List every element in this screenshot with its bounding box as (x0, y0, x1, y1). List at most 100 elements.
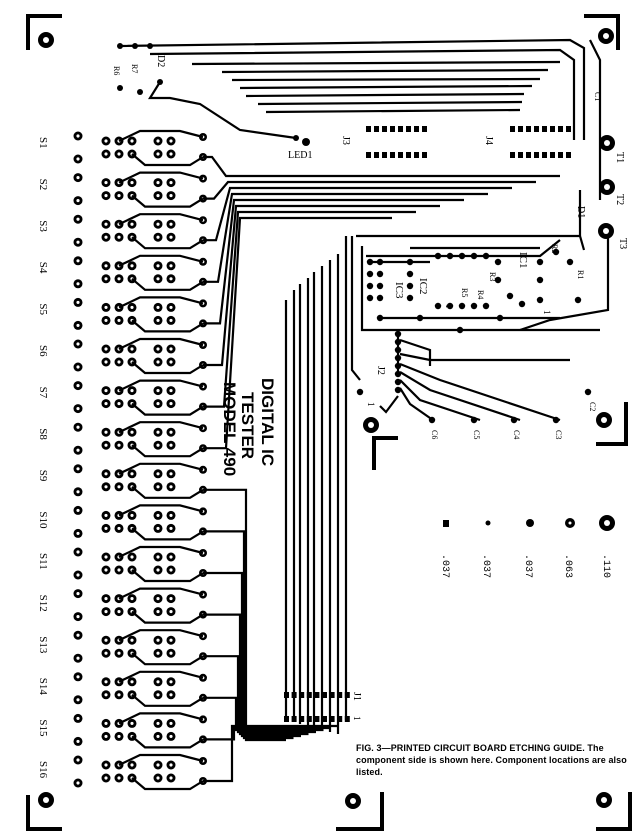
switch-pad-hole (130, 305, 134, 309)
switch-pad-hole (169, 610, 173, 614)
switch-pad-hole (156, 568, 160, 572)
switch-pad-hole (76, 259, 80, 263)
title-line-1: DIGITAL IC (258, 378, 277, 466)
switch-pad-hole (156, 305, 160, 309)
registration-mark-mid-right (596, 402, 628, 446)
terminals (598, 135, 615, 239)
switch-link-trace (118, 629, 204, 642)
switch-label-s12: S12 (37, 595, 49, 612)
switch-pad-hole (104, 443, 108, 447)
logic-pad (506, 292, 514, 300)
switch-link-trace (118, 545, 204, 558)
switch-pad-hole (156, 680, 160, 684)
switch-link-trace (131, 277, 204, 291)
switch-pad-hole (104, 318, 108, 322)
switch-pad-hole (76, 467, 80, 471)
switch-pad-hole (104, 222, 108, 226)
label-j1: J1 (351, 692, 362, 701)
logic-pad (366, 258, 374, 266)
switch-pad-hole (156, 638, 160, 642)
switch-pad-hole (130, 555, 134, 559)
switch-pad-hole (104, 472, 108, 476)
switch-pad-hole (117, 568, 121, 572)
drill-size-1: .037 (439, 554, 450, 578)
switch-link-trace (118, 129, 204, 142)
switch-pad-hole (104, 638, 108, 642)
switch-footprint-s15 (73, 713, 207, 746)
switch-pad-hole (169, 402, 173, 406)
switch-pad-hole (169, 277, 173, 281)
socket-pin (390, 126, 395, 132)
switch-footprint-s9 (73, 464, 207, 497)
label-j2: J2 (375, 366, 386, 375)
switch-pad-hole (156, 472, 160, 476)
switch-pad-hole (169, 526, 173, 530)
switch-pad-hole (104, 402, 108, 406)
switch-link-trace (118, 171, 204, 184)
j1-pin (344, 716, 350, 722)
switch-pad-hole (117, 194, 121, 198)
drill-size-5: .110 (600, 554, 611, 578)
switch-pad-hole (104, 597, 108, 601)
title-line-2: TESTER (238, 392, 257, 459)
socket-pin (550, 152, 555, 158)
switch-pad-hole (117, 485, 121, 489)
logic-pad (394, 330, 402, 338)
switch-pad-hole (156, 651, 160, 655)
switch-pad-hole (104, 277, 108, 281)
switch-pad-hole (169, 597, 173, 601)
switch-pad-hole (130, 472, 134, 476)
logic-pad (518, 300, 526, 308)
switch-link-trace (118, 254, 204, 267)
switch-pad-hole (117, 693, 121, 697)
label-c6: C6 (430, 430, 439, 439)
socket-pin (518, 152, 523, 158)
registration-mark-mid-center (363, 417, 398, 470)
switch-pad-hole (156, 485, 160, 489)
switch-pad-hole (76, 157, 80, 161)
logic-pad (434, 252, 442, 260)
switch-link-trace (131, 693, 204, 707)
switch-pad-hole (169, 305, 173, 309)
socket-pin (558, 126, 563, 132)
logic-pad (494, 258, 502, 266)
registration-mark-bottom-center (336, 792, 384, 831)
switch-route-trace (203, 613, 309, 736)
switch-route-trace (203, 724, 339, 783)
top-left-pads (117, 43, 310, 146)
logic-pad (584, 388, 592, 396)
switch-pad-hole (76, 781, 80, 785)
switch-pad-hole (130, 389, 134, 393)
switch-link-trace (131, 735, 204, 749)
logic-pad (366, 294, 374, 302)
switch-pad-hole (76, 300, 80, 304)
registration-mark-bottom-left (26, 792, 62, 831)
switch-pad-hole (76, 490, 80, 494)
logic-pad (406, 282, 414, 290)
switch-route-trace (203, 571, 301, 738)
label-d2: D2 (155, 55, 166, 67)
switch-link-trace (118, 587, 204, 600)
switch-pad-hole (76, 656, 80, 660)
j1-pin (299, 692, 305, 698)
switch-link-trace (118, 421, 204, 434)
switch-footprint-s12 (73, 589, 207, 622)
switch-pad-hole (156, 347, 160, 351)
switch-label-s7: S7 (37, 387, 49, 399)
label-c1: C1 (593, 92, 602, 101)
logic-pad (394, 362, 402, 370)
j1-pin (322, 692, 327, 698)
switch-link-trace (131, 527, 204, 541)
j1-pin (329, 692, 335, 698)
logic-pad (376, 314, 384, 322)
switch-link-trace (118, 462, 204, 475)
switch-pad-hole (169, 222, 173, 226)
socket-pin (566, 126, 571, 132)
switch-traces (118, 129, 560, 791)
switch-pad-hole (169, 693, 173, 697)
switch-pad-hole (130, 222, 134, 226)
logic-pad (376, 294, 384, 302)
label-r4: R4 (476, 290, 485, 299)
label-r6: R6 (112, 66, 121, 75)
switch-pad-hole (104, 235, 108, 239)
